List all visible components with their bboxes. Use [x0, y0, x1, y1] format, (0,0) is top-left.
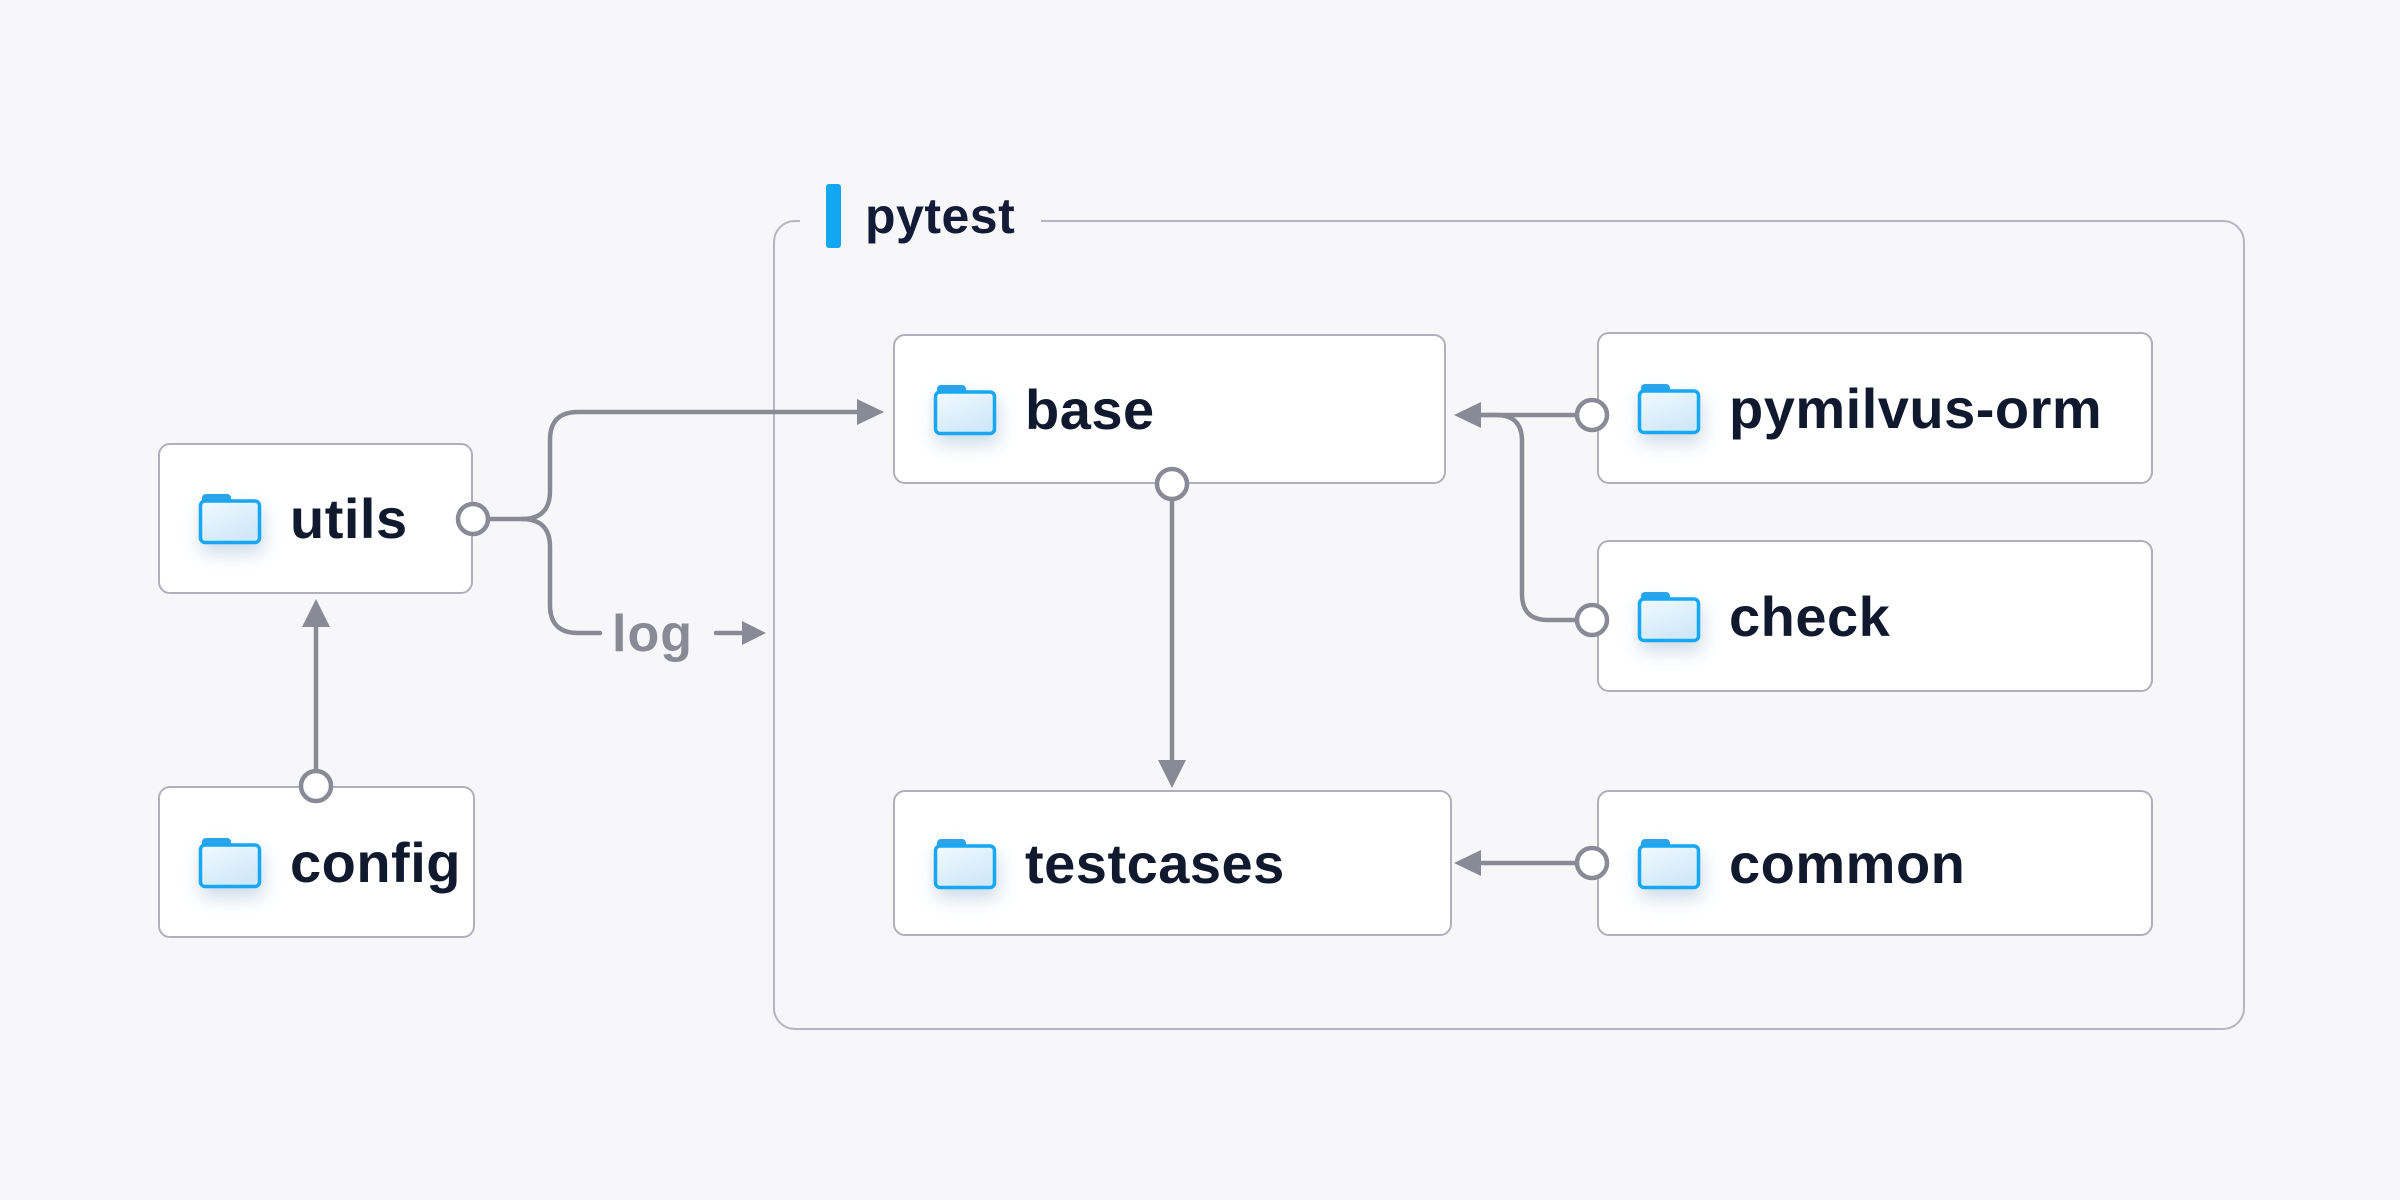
folder-icon — [1637, 383, 1701, 434]
folder-node-config: config — [158, 786, 475, 938]
folder-node-common: common — [1597, 790, 2153, 936]
log-edge-label: log — [612, 605, 693, 663]
folder-icon — [198, 494, 262, 545]
pytest-group-container — [773, 220, 2245, 1030]
folder-icon — [933, 838, 997, 889]
accent-bar-icon — [826, 184, 841, 248]
folder-icon — [933, 384, 997, 435]
folder-node-base: base — [893, 334, 1446, 484]
node-label: check — [1729, 584, 1891, 648]
node-label: config — [290, 830, 461, 894]
node-label: common — [1729, 831, 1966, 895]
arrowhead-into-utils-bottom — [302, 599, 330, 627]
pytest-group-label: pytest — [800, 184, 1042, 248]
node-label: utils — [290, 487, 408, 550]
folder-icon — [1637, 591, 1701, 642]
folder-icon — [1637, 838, 1701, 889]
folder-icon — [198, 837, 262, 888]
edge-utils-log — [519, 516, 603, 636]
node-label: base — [1025, 377, 1155, 441]
folder-node-check: check — [1597, 540, 2153, 692]
node-label: testcases — [1025, 831, 1285, 895]
folder-node-utils: utils — [158, 443, 473, 594]
group-label-text: pytest — [865, 188, 1016, 244]
folder-node-pymilvus-orm: pymilvus-orm — [1597, 332, 2153, 484]
arrowhead-log — [742, 621, 766, 645]
folder-node-testcases: testcases — [893, 790, 1452, 936]
node-label: pymilvus-orm — [1729, 376, 2103, 440]
